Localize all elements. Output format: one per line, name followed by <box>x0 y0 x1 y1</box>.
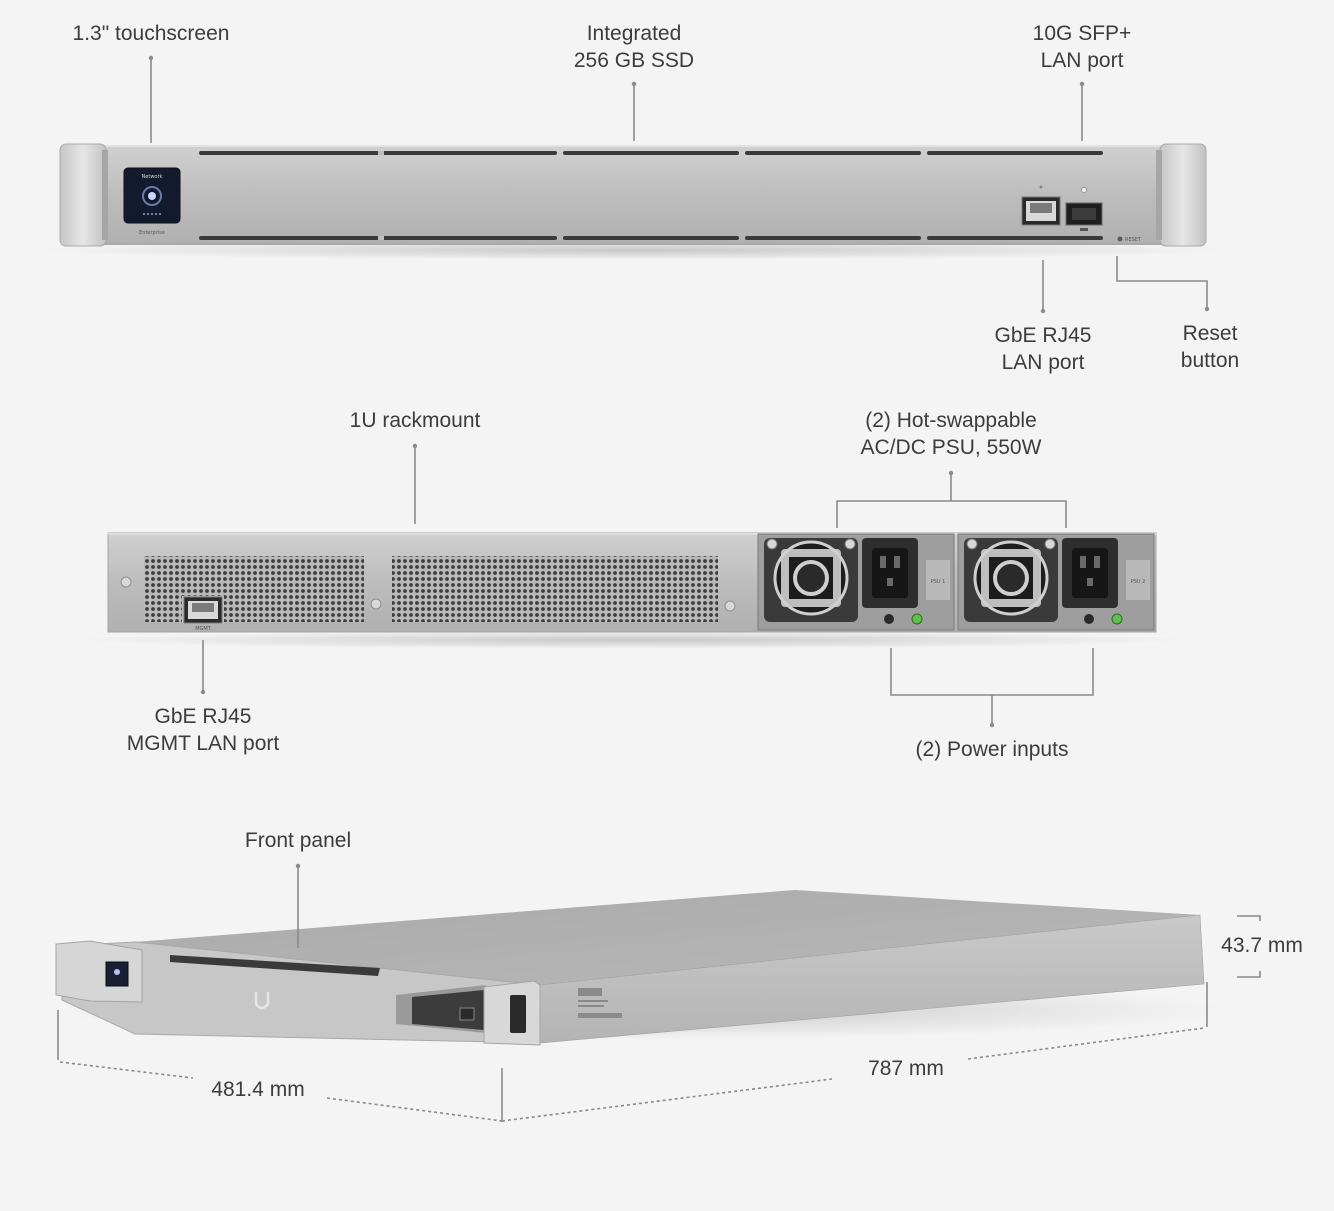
psu-2: PSU 2 <box>957 533 1155 631</box>
depth-dimension-label: 787 mm <box>868 1057 944 1080</box>
mgmt-port-label: GbE RJ45 MGMT LAN port <box>126 705 280 755</box>
ssd-label: Integrated 256 GB SSD <box>573 22 695 72</box>
psu-1-text: PSU 1 <box>931 579 946 585</box>
psu-label: (2) Hot-swappable AC/DC PSU, 550W <box>860 409 1042 459</box>
iso-dimension-lines <box>57 866 1261 1122</box>
rj45-port-label: GbE RJ45 LAN port <box>994 324 1092 374</box>
left-rack-ear <box>59 143 107 247</box>
psu-1: PSU 1 <box>757 533 955 631</box>
touchscreen-label: 1.3" touchscreen <box>72 22 230 45</box>
mgmt-port-text: MGMT <box>195 626 212 632</box>
sfp-port-label: 10G SFP+ LAN port <box>1032 22 1132 72</box>
front-leader-lines <box>148 55 1210 314</box>
front-view-device: Network Enterprise RESET <box>34 143 1234 260</box>
reset-button-label: Reset button <box>1180 322 1240 372</box>
rear-view-device: MGMT PSU 1 <box>72 532 1192 649</box>
reset-button <box>1117 236 1123 242</box>
front-panel-label: Front panel <box>244 829 352 852</box>
psu-2-text: PSU 2 <box>1131 579 1146 585</box>
power-inputs-label: (2) Power inputs <box>915 738 1069 761</box>
screen-title: Network <box>142 174 163 180</box>
iso-view-device <box>50 890 1230 1046</box>
rackmount-label: 1U rackmount <box>349 409 481 432</box>
reset-text: RESET <box>1125 237 1142 243</box>
mgmt-rj45-port: MGMT <box>183 596 223 632</box>
touchscreen: Network <box>123 167 181 224</box>
screen-caption: Enterprise <box>139 230 165 236</box>
right-rack-ear <box>1159 143 1207 247</box>
sfp-lan-port <box>1065 187 1103 231</box>
rear-leader-lines <box>200 443 1094 728</box>
rj45-lan-port <box>1021 185 1061 226</box>
width-dimension-label: 481.4 mm <box>211 1078 305 1101</box>
height-dimension-label: 43.7 mm <box>1221 934 1303 957</box>
